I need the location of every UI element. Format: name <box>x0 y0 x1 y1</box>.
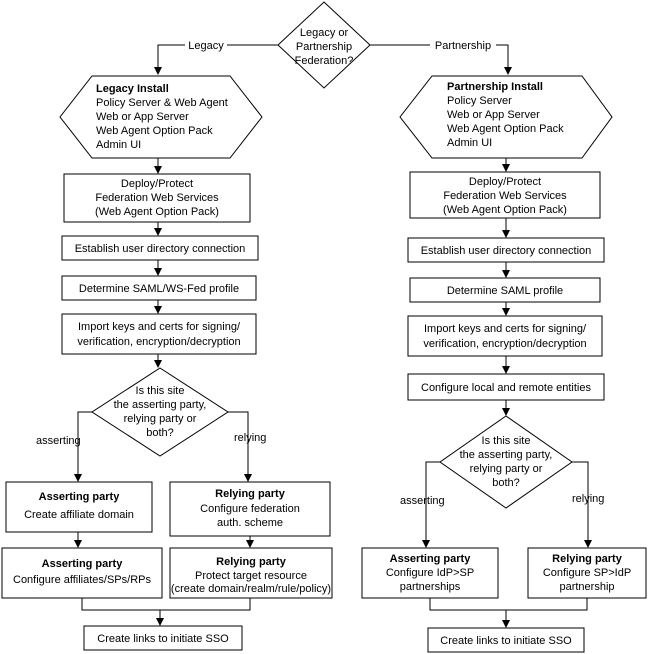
partnership-decision-diamond <box>439 415 573 509</box>
legacy-relying-1-line2: auth. scheme <box>217 517 283 529</box>
partnership-profile-text: Determine SAML profile <box>447 285 563 297</box>
legacy-branch-asserting: asserting <box>36 435 81 447</box>
partnership-decision-line1: Is this site <box>482 435 531 447</box>
legacy-relying-box-2 <box>169 547 333 599</box>
legacy-directory-box <box>61 235 259 261</box>
partnership-deploy-box <box>409 171 601 219</box>
legacy-profile-text: Determine SAML/WS-Fed profile <box>79 283 239 295</box>
connector-merge <box>429 598 588 611</box>
legacy-deploy-line2: Federation Web Services <box>95 192 219 204</box>
partnership-relying-line2: partnership <box>559 581 614 593</box>
legacy-install-line2: Web or App Server <box>96 111 189 123</box>
partnership-relying-title: Relying party <box>552 553 623 565</box>
legacy-decision-diamond <box>91 367 229 457</box>
partnership-entities-text: Configure local and remote entities <box>421 382 591 394</box>
partnership-asserting-line2: partnerships <box>400 581 461 593</box>
connector-legacy-relying <box>228 411 252 482</box>
legacy-asserting-box-2 <box>1 547 163 599</box>
partnership-decision-line3: relying party or <box>470 463 543 475</box>
branch-label-partnership: Partnership <box>435 40 491 52</box>
partnership-branch-asserting: asserting <box>400 495 445 507</box>
legacy-keys-line2: verification, encryption/decryption <box>77 336 240 348</box>
partnership-decision-line2: the asserting party, <box>460 449 553 461</box>
legacy-decision-line2: the asserting party, <box>114 399 207 411</box>
partnership-install-line4: Admin UI <box>447 137 492 149</box>
legacy-install-line1: Policy Server & Web Agent <box>96 97 228 109</box>
legacy-relying-2-title: Relying party <box>216 556 287 568</box>
connector-partnership-relying <box>572 461 592 548</box>
partnership-install-line3: Web Agent Option Pack <box>447 123 564 135</box>
legacy-keys-line1: Import keys and certs for signing/ <box>78 321 241 333</box>
partnership-asserting-line1: Configure IdP>SP <box>386 567 474 579</box>
partnership-install-hexagon <box>399 75 613 159</box>
legacy-install-hexagon <box>59 75 263 159</box>
legacy-asserting-1-title: Asserting party <box>39 491 121 503</box>
legacy-relying-1-title: Relying party <box>215 488 286 500</box>
legacy-links-box <box>83 625 243 651</box>
legacy-decision-line1: Is this site <box>136 385 185 397</box>
legacy-branch-relying: relying <box>234 432 266 444</box>
partnership-relying-line1: Configure SP>IdP <box>543 567 631 579</box>
legacy-asserting-1-line1: Create affiliate domain <box>24 509 134 521</box>
legacy-asserting-2-line1: Configure affiliates/SPs/RPs <box>13 574 151 586</box>
partnership-links-box <box>427 627 585 653</box>
partnership-deploy-line1: Deploy/Protect <box>469 176 541 188</box>
legacy-asserting-box-1 <box>5 481 153 533</box>
legacy-profile-box <box>61 275 257 301</box>
partnership-keys-line2: verification, encryption/decryption <box>423 338 586 350</box>
partnership-asserting-title: Asserting party <box>390 553 472 565</box>
partnership-install-title: Partnership Install <box>447 81 543 93</box>
partnership-deploy-line2: Federation Web Services <box>443 190 567 202</box>
partnership-directory-text: Establish user directory connection <box>421 245 592 257</box>
branch-label-legacy: Legacy <box>188 40 224 52</box>
connector-partnership <box>370 44 512 75</box>
legacy-decision-line3: relying party or <box>124 413 197 425</box>
legacy-keys-box <box>61 313 257 355</box>
legacy-relying-2-line2: (create domain/realm/rule/policy) <box>171 583 331 595</box>
legacy-directory-text: Establish user directory connection <box>75 243 246 255</box>
connector-partnership-asserting <box>422 461 440 548</box>
decision-top-line2: Partnership <box>296 41 352 53</box>
legacy-relying-2-line1: Protect target resource <box>195 570 307 582</box>
legacy-install-title: Legacy Install <box>96 83 169 95</box>
partnership-install-line1: Policy Server <box>447 95 512 107</box>
legacy-links-text: Create links to initiate SSO <box>97 633 229 645</box>
legacy-install-line4: Admin UI <box>96 139 141 151</box>
partnership-deploy-line3: (Web Agent Option Pack) <box>443 204 567 216</box>
legacy-install-line3: Web Agent Option Pack <box>96 125 213 137</box>
legacy-asserting-2-title: Asserting party <box>42 558 124 570</box>
partnership-entities-box <box>407 373 605 401</box>
decision-top-diamond <box>277 1 371 89</box>
legacy-deploy-line1: Deploy/Protect <box>121 178 193 190</box>
legacy-relying-1-line1: Configure federation <box>200 503 300 515</box>
legacy-deploy-line3: (Web Agent Option Pack) <box>95 206 219 218</box>
decision-top-line1: Legacy or <box>300 27 349 39</box>
connector-merge <box>81 598 251 611</box>
partnership-install-line2: Web or App Server <box>447 109 540 121</box>
partnership-asserting-box <box>361 547 499 599</box>
partnership-decision-line4: both? <box>492 477 520 489</box>
label-bg <box>185 38 227 52</box>
partnership-directory-box <box>407 237 605 263</box>
partnership-branch-relying: relying <box>572 493 604 505</box>
partnership-profile-box <box>409 277 601 303</box>
legacy-relying-box-1 <box>169 481 331 537</box>
partnership-links-text: Create links to initiate SSO <box>440 635 572 647</box>
partnership-keys-line1: Import keys and certs for signing/ <box>424 323 587 335</box>
connector-legacy <box>154 44 278 75</box>
partnership-keys-box <box>407 315 603 357</box>
legacy-decision-line4: both? <box>146 427 174 439</box>
legacy-deploy-box <box>63 173 251 223</box>
label-bg <box>430 38 496 52</box>
connector-legacy-asserting <box>74 411 92 482</box>
decision-top-line3: Federation? <box>295 55 354 67</box>
partnership-relying-box <box>527 547 647 599</box>
